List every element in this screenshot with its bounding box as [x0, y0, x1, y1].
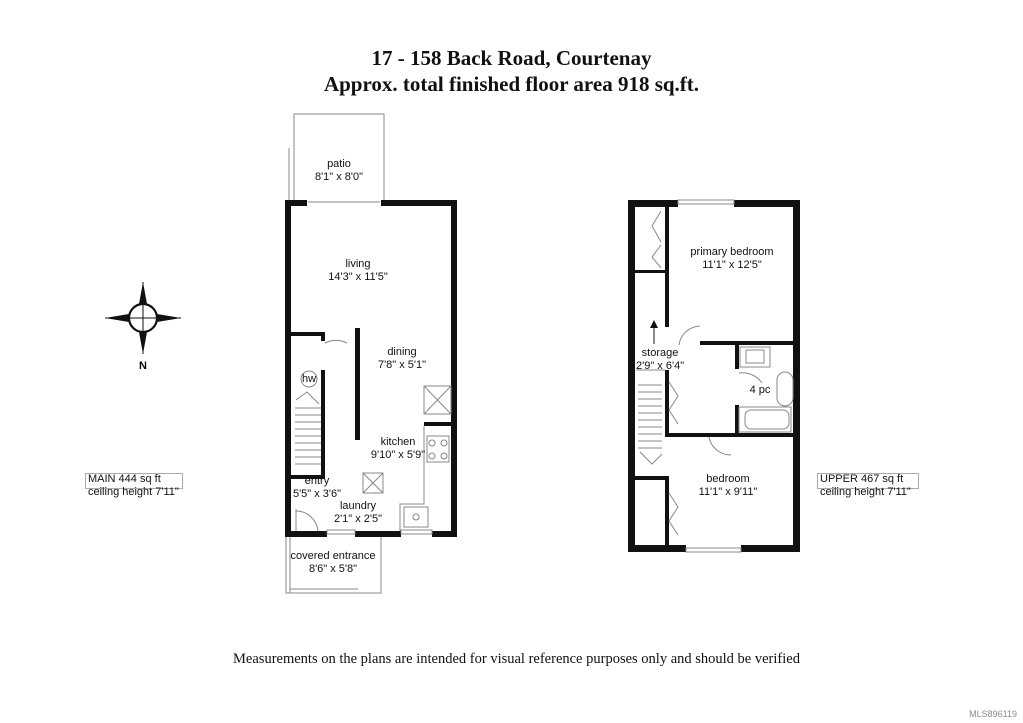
room-storage-dims: 2'9" x 6'4"	[636, 360, 685, 372]
main-floor-fixtures	[285, 339, 452, 594]
room-entry-dims: 5'5" x 3'6"	[292, 488, 342, 500]
main-floor-info: MAIN 444 sq ft ceiling height 7'11"	[85, 473, 183, 499]
room-storage-name: storage	[641, 347, 679, 359]
room-bedroom: bedroom 11'1" x 9'11"	[690, 473, 766, 499]
room-primary-bedroom: primary bedroom 11'1" x 12'5"	[684, 246, 780, 272]
main-floor-info-box	[85, 473, 183, 489]
compass-north-label: N	[139, 360, 147, 372]
room-patio-dims: 8'1" x 8'0"	[314, 171, 364, 183]
room-living: living 14'3" x 11'5"	[318, 258, 398, 284]
room-living-name: living	[345, 258, 371, 270]
upper-floor-area: UPPER 467 sq ft	[820, 473, 904, 485]
upper-floor-plan	[628, 199, 800, 553]
room-bedroom-name: bedroom	[706, 473, 750, 485]
room-dining-dims: 7'8" x 5'1"	[377, 359, 427, 371]
room-kitchen: kitchen 9'10" x 5'9"	[364, 436, 432, 462]
listing-id: MLS896119	[969, 709, 1017, 719]
room-covered-entrance-dims: 8'6" x 5'8"	[308, 563, 358, 575]
plan-title-area: Approx. total finished floor area 918 sq…	[323, 72, 700, 96]
room-primary-bedroom-dims: 11'1" x 12'5"	[702, 259, 762, 271]
upper-floor-fixtures	[636, 199, 794, 553]
room-living-dims: 14'3" x 11'5"	[328, 271, 388, 283]
main-floor-area: MAIN 444 sq ft	[88, 473, 161, 485]
room-bedroom-dims: 11'1" x 9'11"	[698, 486, 758, 498]
patio-outline	[288, 113, 385, 203]
room-covered-entrance: covered entrance 8'6" x 5'8"	[290, 550, 376, 576]
room-bath: 4 pc	[749, 384, 771, 396]
measurement-disclaimer: Measurements on the plans are intended f…	[233, 651, 800, 667]
room-kitchen-dims: 9'10" x 5'9"	[370, 449, 426, 461]
room-primary-bedroom-name: primary bedroom	[690, 246, 774, 258]
compass-icon	[105, 282, 181, 354]
upper-floor-info: UPPER 467 sq ft ceiling height 7'11"	[817, 473, 919, 499]
room-laundry: laundry 2'1" x 2'5"	[333, 500, 383, 526]
room-patio-name: patio	[327, 158, 351, 170]
room-patio: patio 8'1" x 8'0"	[309, 158, 369, 184]
room-kitchen-name: kitchen	[380, 436, 416, 448]
room-laundry-dims: 2'1" x 2'5"	[333, 513, 383, 525]
upper-floor-walls	[628, 200, 800, 552]
upper-floor-info-box	[817, 473, 919, 489]
room-laundry-name: laundry	[339, 500, 377, 512]
room-dining: dining 7'8" x 5'1"	[370, 346, 434, 372]
main-floor-walls	[285, 200, 457, 537]
room-entry-name: entry	[304, 475, 330, 487]
room-dining-name: dining	[387, 346, 417, 358]
room-entry: entry 5'5" x 3'6"	[291, 475, 343, 501]
room-covered-entrance-name: covered entrance	[290, 550, 376, 562]
main-floor-plan	[285, 113, 457, 594]
room-storage: storage 2'9" x 6'4"	[636, 347, 684, 373]
upper-floor-ceiling: ceiling height 7'11"	[820, 486, 911, 498]
room-hw: hw	[301, 373, 317, 385]
plan-title-address: 17 - 158 Back Road, Courtenay	[371, 46, 652, 70]
main-floor-ceiling: ceiling height 7'11"	[88, 486, 179, 498]
